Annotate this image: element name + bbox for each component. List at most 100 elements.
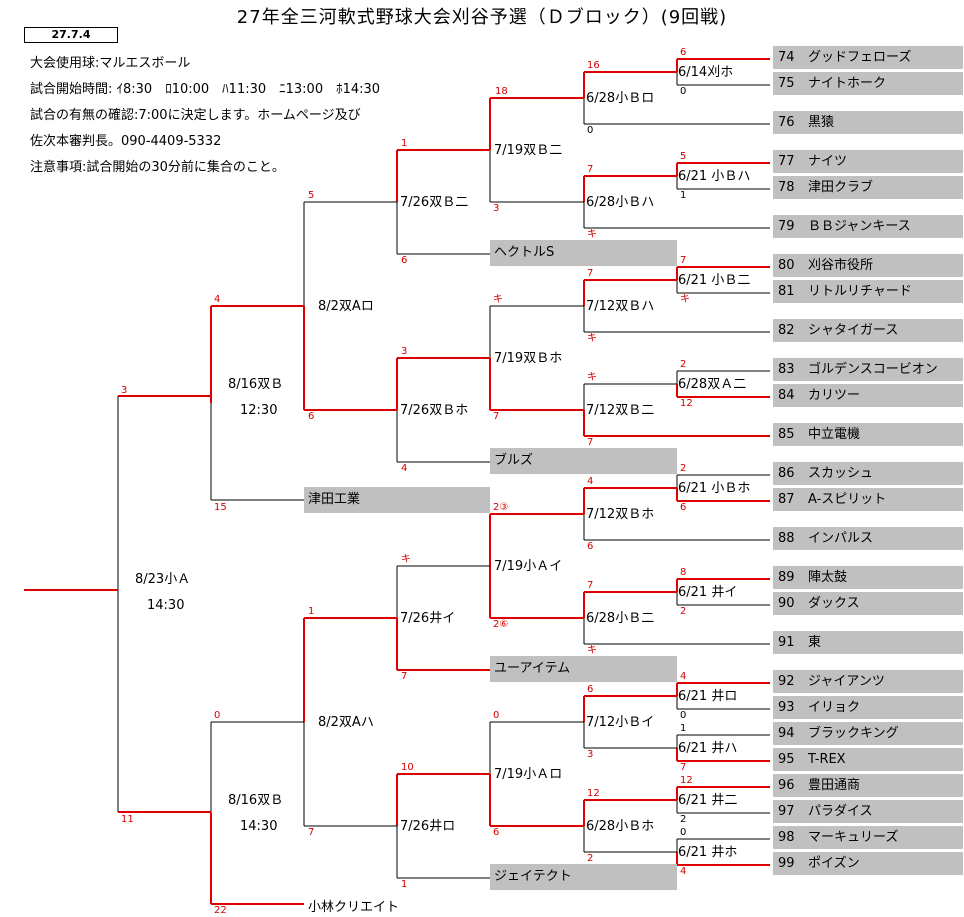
score: 2 <box>680 359 687 370</box>
score: 4 <box>680 671 687 682</box>
info-ball: 大会使用球:マルエスボール <box>30 56 191 71</box>
score: 7 <box>587 268 594 279</box>
score: 7 <box>680 255 687 266</box>
score: 10 <box>401 762 414 773</box>
score: 6 <box>587 541 594 552</box>
game-label: 6/21 小Ｂホ <box>678 481 751 496</box>
score: 11 <box>121 814 134 825</box>
score: キ <box>587 333 597 344</box>
info-confirmation: 試合の有無の確認:7:00に決定します。ホームページ及び <box>30 108 361 123</box>
info-start-times: 試合開始時間: ｲ8:30 ﾛ10:00 ﾊ11:30 ﾆ13:00 ﾎ14:3… <box>30 82 381 97</box>
score: キ <box>401 554 411 565</box>
score: 15 <box>214 502 227 513</box>
game-label: 7/19双Ｂホ <box>494 351 563 366</box>
score: 7 <box>680 762 687 773</box>
game-label: 8/2双Aハ <box>318 715 374 730</box>
score: 0 <box>214 710 221 721</box>
game-label: 7/12双Ｂホ <box>586 507 655 522</box>
score: 7 <box>308 827 315 838</box>
score: 1 <box>308 606 315 617</box>
score: 7 <box>401 671 408 682</box>
game-label: 6/28小Ｂ二 <box>586 611 655 626</box>
score: 7 <box>587 580 594 591</box>
score: 2 <box>680 814 687 825</box>
score: 4 <box>587 476 594 487</box>
game-label: 8/16双Ｂ <box>228 793 284 808</box>
score: キ <box>587 645 597 656</box>
score: 0 <box>680 827 687 838</box>
game-label: 6/28小Ｂロ <box>586 91 655 106</box>
seed-kobayashi: 小林クリエイト <box>308 900 400 915</box>
game-label: 6/28小Ｂホ <box>586 819 655 834</box>
seed-jaytect: ジェイテクト <box>490 864 677 890</box>
game-label: 7/19双Ｂ二 <box>494 143 563 158</box>
score: キ <box>680 294 690 305</box>
page-title: 27年全三河軟式野球大会刈谷予選（Ｄブロック）(9回戦) <box>236 7 728 28</box>
score: 12 <box>680 398 693 409</box>
score: 2③ <box>493 502 509 513</box>
score: 22 <box>214 905 227 916</box>
game-time: 14:30 <box>240 819 278 834</box>
score: 5 <box>308 190 315 201</box>
game-time: 12:30 <box>240 403 278 418</box>
score: キ <box>493 294 503 305</box>
score: 2 <box>680 606 687 617</box>
score: 3 <box>493 203 500 214</box>
score: 4 <box>680 866 687 877</box>
game-label: 7/26双Ｂ二 <box>400 195 469 210</box>
score: 1 <box>680 190 687 201</box>
score: 7 <box>493 411 500 422</box>
game-label: 7/26双Ｂホ <box>400 403 469 418</box>
seed-tsuda: 津田工業 <box>304 487 490 513</box>
game-label: 8/16双Ｂ <box>228 377 284 392</box>
score: 16 <box>587 60 600 71</box>
seed-uitem: ユーアイテム <box>490 656 677 682</box>
game-time-final: 14:30 <box>147 598 185 613</box>
game-label: 7/26井イ <box>400 611 456 626</box>
score: 2 <box>680 463 687 474</box>
score: 0 <box>493 710 500 721</box>
score: キ <box>587 229 597 240</box>
score: 8 <box>680 567 687 578</box>
score: 6 <box>493 827 500 838</box>
score: 0 <box>680 86 687 97</box>
score: 3 <box>587 749 594 760</box>
game-label: 7/26井ロ <box>400 819 456 834</box>
seed-bulls: ブルズ <box>490 448 677 474</box>
score: 7 <box>587 437 594 448</box>
game-label: 6/21 井二 <box>678 793 738 808</box>
info-contact: 佐次本審判長。090-4409-5332 <box>30 134 222 149</box>
game-label: 6/21 井ハ <box>678 741 738 756</box>
score: 3 <box>401 346 408 357</box>
game-label: 6/21 小Ｂ二 <box>678 273 751 288</box>
score: 5 <box>680 151 687 162</box>
score: 3 <box>121 385 128 396</box>
score: 6 <box>680 47 687 58</box>
score: 4 <box>401 463 408 474</box>
game-label: 7/19小Ａロ <box>494 767 563 782</box>
game-label: 6/28小Ｂハ <box>586 195 655 210</box>
score: 1 <box>401 879 408 890</box>
game-label: 6/21 井ロ <box>678 689 738 704</box>
score: キ <box>587 372 597 383</box>
